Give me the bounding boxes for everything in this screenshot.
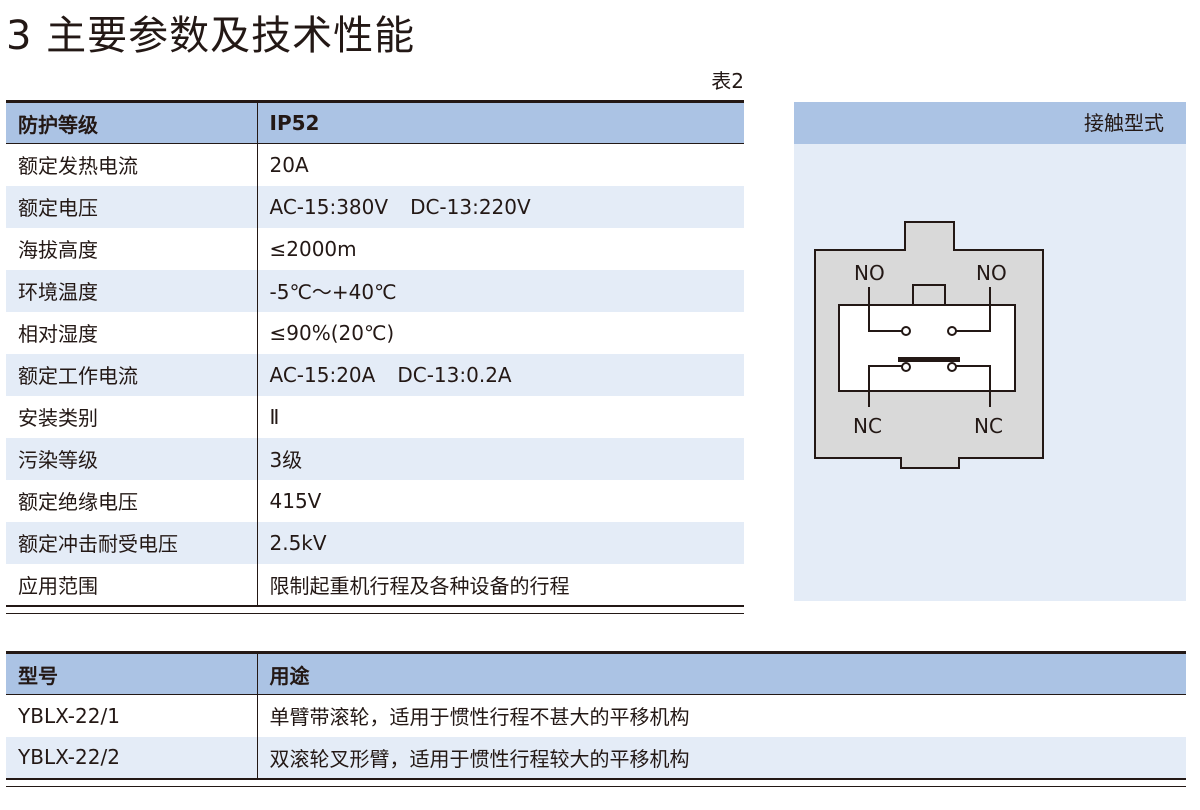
table-row: 额定发热电流 20A	[6, 143, 744, 186]
param-name: 额定冲击耐受电压	[6, 521, 258, 564]
table-row: 应用范围 限制起重机行程及各种设备的行程	[6, 563, 744, 607]
contact-diagram: NO NO NC NC	[814, 221, 1044, 469]
param-name: 海拔高度	[6, 227, 258, 270]
param-value: 限制起重机行程及各种设备的行程	[257, 563, 744, 607]
param-name: 安装类别	[6, 395, 258, 438]
page-title: 3 主要参数及技术性能	[6, 13, 416, 59]
param-value: Ⅱ	[269, 404, 280, 429]
label-nc-right: NC	[974, 414, 1003, 438]
param-name: 额定发热电流	[6, 143, 258, 186]
model-usage: 单臂带滚轮，适用于惯性行程不甚大的平移机构	[269, 705, 690, 730]
table-row: 环境温度 -5℃～+40℃	[6, 269, 744, 312]
usage-table-header: 型号 用途	[6, 651, 1186, 695]
header-model: 型号	[6, 651, 258, 695]
param-name: 额定电压	[6, 185, 258, 228]
label-nc-left: NC	[853, 414, 882, 438]
param-value: AC-15:380V DC-13:220V	[257, 185, 744, 228]
table-row: YBLX-22/1 单臂带滚轮，适用于惯性行程不甚大的平移机构	[6, 694, 1186, 737]
table-bottom-rule	[6, 612, 744, 614]
model-name: YBLX-22/2	[6, 736, 258, 780]
parameters-table: 防护等级 IP52 额定发热电流 20A 额定电压 AC-15:380V DC-1…	[6, 100, 744, 614]
param-value-ac: AC-15:20A	[269, 362, 376, 387]
moving-contact-bar	[898, 357, 960, 362]
param-value-dc: DC-13:220V	[410, 194, 531, 219]
table-bottom-rule	[6, 785, 1186, 787]
param-value: 3级	[257, 437, 744, 480]
param-value: -5℃～+40℃	[257, 269, 744, 312]
param-value: 20A	[269, 152, 309, 177]
label-no-right: NO	[976, 261, 1007, 285]
param-name: 额定绝缘电压	[6, 479, 258, 522]
table-row: 额定绝缘电压 415V	[6, 479, 744, 522]
table-row: 海拔高度 ≤2000m	[6, 227, 744, 270]
model-name: YBLX-22/1	[6, 694, 258, 737]
usage-table: 型号 用途 YBLX-22/1 单臂带滚轮，适用于惯性行程不甚大的平移机构 YB…	[6, 651, 1186, 787]
table-row: 安装类别 Ⅱ	[6, 395, 744, 438]
param-name: 相对湿度	[6, 311, 258, 354]
model-usage: 双滚轮叉形臂，适用于惯性行程较大的平移机构	[257, 736, 1186, 780]
table-row: 污染等级 3级	[6, 437, 744, 480]
table-number: 表2	[711, 69, 744, 93]
label-no-left: NO	[854, 261, 885, 285]
contact-point-nc-right	[947, 362, 957, 372]
param-value: ≤2000m	[269, 236, 357, 261]
table-row: 相对湿度 ≤90%(20℃)	[6, 311, 744, 354]
param-value: ≤90%(20℃)	[269, 320, 395, 345]
contact-diagram-panel: 接触型式 NO NO NC NC	[794, 102, 1186, 601]
param-name: 额定工作电流	[6, 353, 258, 396]
param-value: 2.5kV	[257, 521, 744, 564]
contact-point-nc-left	[901, 362, 911, 372]
param-value-ac: AC-15:380V	[269, 194, 389, 219]
param-value: AC-15:20A DC-13:0.2A	[257, 353, 744, 396]
contact-wiring	[868, 284, 991, 407]
switch-housing	[814, 221, 1044, 469]
param-name: 污染等级	[6, 437, 258, 480]
param-value-dc: DC-13:0.2A	[397, 362, 512, 387]
table-row: 额定电压 AC-15:380V DC-13:220V	[6, 185, 744, 228]
header-protection-grade-value: IP52	[257, 100, 744, 144]
table-row: 额定工作电流 AC-15:20A DC-13:0.2A	[6, 353, 744, 396]
table-row: 额定冲击耐受电压 2.5kV	[6, 521, 744, 564]
header-protection-grade-label: 防护等级	[6, 100, 258, 144]
table-row: YBLX-22/2 双滚轮叉形臂，适用于惯性行程较大的平移机构	[6, 736, 1186, 780]
contact-point-no-left	[901, 326, 911, 336]
header-usage: 用途	[257, 651, 1186, 695]
param-name: 应用范围	[6, 563, 258, 607]
parameters-table-header: 防护等级 IP52	[6, 100, 744, 144]
contact-point-no-right	[947, 326, 957, 336]
param-name: 环境温度	[6, 269, 258, 312]
contact-diagram-title: 接触型式	[794, 102, 1186, 144]
param-value: 415V	[269, 488, 322, 513]
